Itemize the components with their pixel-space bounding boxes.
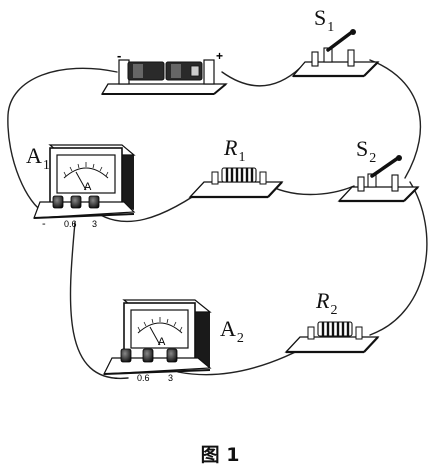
switch-s1 [291,29,380,78]
a1-terminal-minus: - [42,218,46,230]
label-r1-sub: 1 [238,150,246,165]
label-r2-letter: R [316,288,330,313]
a1-face-unit: A [84,181,92,193]
a1-terminals [52,195,100,209]
label-s1-letter: S [314,5,327,30]
label-a2-letter: A [220,316,236,341]
label-a2: A2 [220,318,244,346]
label-r1-letter: R [224,135,238,160]
a1-terminal-3: 3 [92,219,97,229]
a2-terminal-3: 3 [168,373,173,383]
label-s2: S2 [356,138,376,166]
label-r2: R2 [316,290,337,318]
label-a1: A1 [26,145,50,173]
wire-s1-to-s2 [369,59,422,179]
a1-terminal-0.6: 0.6 [64,219,77,229]
label-s1: S1 [314,7,334,35]
label-r2-sub: 2 [330,303,338,318]
a2-terminal-minus: - [114,372,118,384]
resistor-r1 [188,167,284,199]
battery-plus-sign: + [216,49,223,63]
figure-caption: 图 1 [200,444,240,466]
a2-terminals [120,348,178,363]
ammeter-a1: A - 0.6 3 [33,144,136,230]
label-s2-letter: S [356,136,369,161]
battery: - + [100,48,228,95]
switch-s2 [337,155,420,203]
a2-face-unit: A [158,336,166,348]
resistor-r2 [284,321,380,354]
label-a1-letter: A [26,143,42,168]
wire-a1-to-a2 [69,221,129,379]
wire-battery-to-s1 [221,67,301,87]
label-s2-sub: 2 [369,151,377,166]
a2-terminal-0.6: 0.6 [137,373,150,383]
wire-s2-to-r2 [369,181,428,336]
ammeter-a2: A - 0.6 3 [103,299,212,384]
label-r1: R1 [224,137,245,165]
label-s1-sub: 1 [327,20,335,35]
label-a2-sub: 2 [236,331,244,346]
battery-minus-sign: - [117,48,121,63]
label-a1-sub: 1 [42,158,50,173]
wire-battery-to-a1 [7,67,118,213]
